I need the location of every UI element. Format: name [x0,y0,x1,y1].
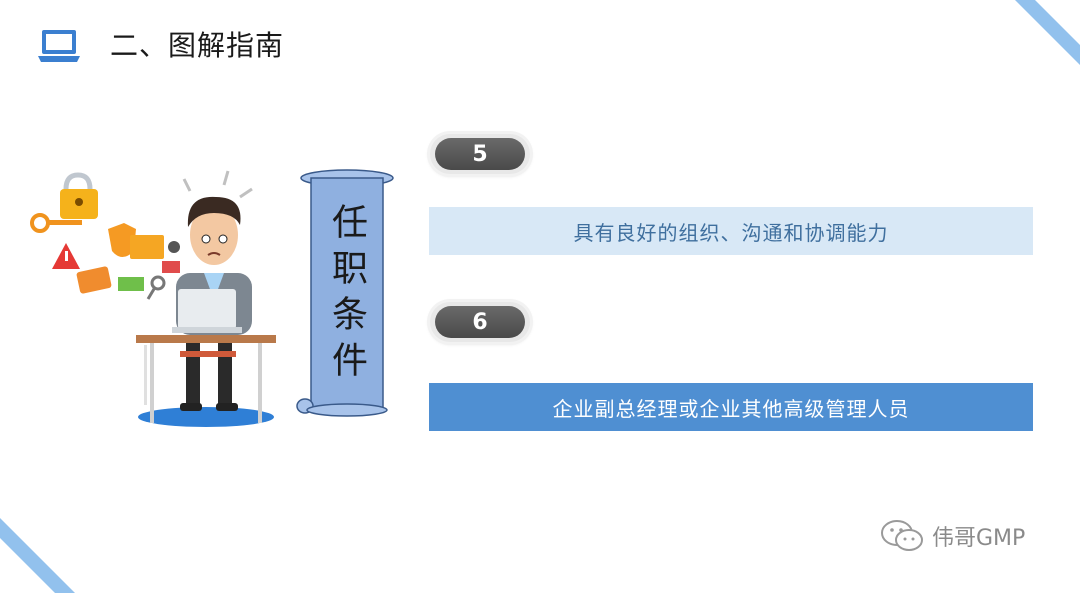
page-title: 二、图解指南 [110,29,285,62]
watermark-text: 伟哥GMP [932,526,1026,551]
watermark: 伟哥GMP [880,518,1025,554]
laptop-icon [38,30,80,62]
number-label: 5 [435,138,525,170]
requirement-bar: 企业副总经理或企业其他高级管理人员 [429,383,1033,431]
number-label: 6 [435,306,525,338]
requirement-bar: 具有良好的组织、沟通和协调能力 [429,207,1033,255]
number-badge-5: 5 [430,134,530,174]
wechat-icon [881,520,923,551]
corner-stripe-bottom-left [0,518,75,593]
number-badge-6: 6 [430,302,530,342]
worried-office-worker-illustration [30,170,276,427]
scroll-title: 任职条件 [326,203,367,387]
scroll-banner [296,169,394,417]
corner-stripe-top-right [1015,0,1080,65]
